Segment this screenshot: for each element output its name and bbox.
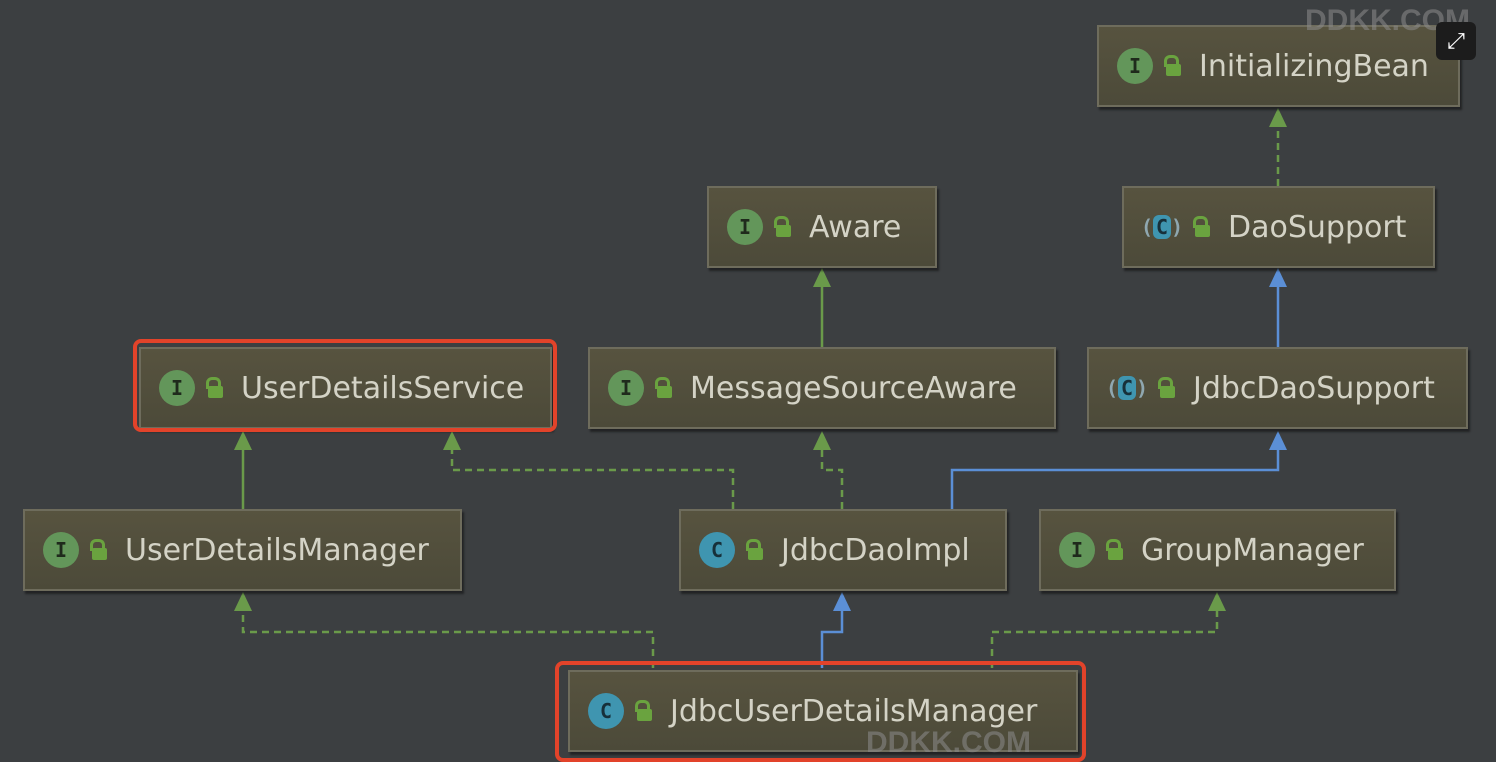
node-label: DaoSupport (1228, 209, 1407, 245)
node-aware[interactable]: I Aware (707, 186, 937, 268)
interface-icon: I (1059, 532, 1095, 568)
node-label: Aware (809, 209, 902, 245)
node-label: JdbcUserDetailsManager (670, 693, 1038, 729)
node-userdetailsmanager[interactable]: I UserDetailsManager (23, 509, 462, 591)
arrowhead (1269, 431, 1287, 450)
public-lock-icon (89, 539, 107, 561)
class-icon: C (699, 532, 735, 568)
public-lock-icon (634, 700, 652, 722)
node-jdbcdaosupport[interactable]: (C) JdbcDaoSupport (1087, 347, 1468, 429)
edge-jdbcdaoimpl-to-userdetailsservice (450, 447, 735, 509)
arrowhead (234, 592, 252, 611)
expand-icon[interactable]: ⤢ (1436, 22, 1476, 60)
highlight-jdbcuserdetailsmanager (555, 661, 1086, 762)
edge-jdbcusermanager-to-jdbcdaoimpl (820, 608, 844, 668)
interface-icon: I (727, 209, 763, 245)
node-initializingbean[interactable]: I InitializingBean (1097, 25, 1460, 107)
public-lock-icon (654, 377, 672, 399)
node-jdbcuserdetailsmanager[interactable]: C JdbcUserDetailsManager (568, 670, 1078, 752)
arrowhead (1269, 108, 1287, 127)
abstract-class-icon: (C) (1105, 376, 1149, 400)
watermark-bottom: DDKK.COM (866, 726, 1031, 759)
arrowhead (1269, 268, 1287, 287)
node-userdetailsservice[interactable]: I UserDetailsService (139, 347, 552, 429)
node-label: MessageSourceAware (690, 370, 1017, 406)
arrowhead (443, 431, 461, 450)
public-lock-icon (1105, 539, 1123, 561)
public-lock-icon (1157, 377, 1175, 399)
public-lock-icon (1163, 55, 1181, 77)
arrowhead (833, 592, 851, 611)
edge-jdbcusermanager-to-groupmanager (990, 608, 1219, 668)
edge-jdbcdaoimpl-to-messagesourceaware (820, 447, 844, 509)
arrowhead (234, 431, 252, 450)
arrowhead (1208, 592, 1226, 611)
node-messagesourceaware[interactable]: I MessageSourceAware (588, 347, 1056, 429)
arrowhead (813, 268, 831, 287)
edge-jdbcdaoimpl-to-jdbcdaosupport (950, 447, 1280, 509)
edge-jdbcusermanager-to-userdetailsmanager (241, 608, 655, 668)
interface-icon: I (43, 532, 79, 568)
node-label: GroupManager (1141, 532, 1364, 568)
node-label: JdbcDaoImpl (781, 532, 970, 568)
node-label: JdbcDaoSupport (1193, 370, 1435, 406)
interface-icon: I (159, 370, 195, 406)
public-lock-icon (773, 216, 791, 238)
node-groupmanager[interactable]: I GroupManager (1039, 509, 1396, 591)
highlight-userdetailsservice (133, 339, 557, 432)
abstract-class-icon: (C) (1140, 215, 1184, 239)
public-lock-icon (1192, 216, 1210, 238)
interface-icon: I (608, 370, 644, 406)
node-label: UserDetailsService (241, 370, 525, 406)
class-icon: C (588, 693, 624, 729)
node-label: InitializingBean (1199, 48, 1429, 84)
arrowhead (813, 431, 831, 450)
public-lock-icon (205, 377, 223, 399)
public-lock-icon (745, 539, 763, 561)
node-jdbcdaoimpl[interactable]: C JdbcDaoImpl (679, 509, 1007, 591)
interface-icon: I (1117, 48, 1153, 84)
node-label: UserDetailsManager (125, 532, 429, 568)
node-daosupport[interactable]: (C) DaoSupport (1122, 186, 1435, 268)
